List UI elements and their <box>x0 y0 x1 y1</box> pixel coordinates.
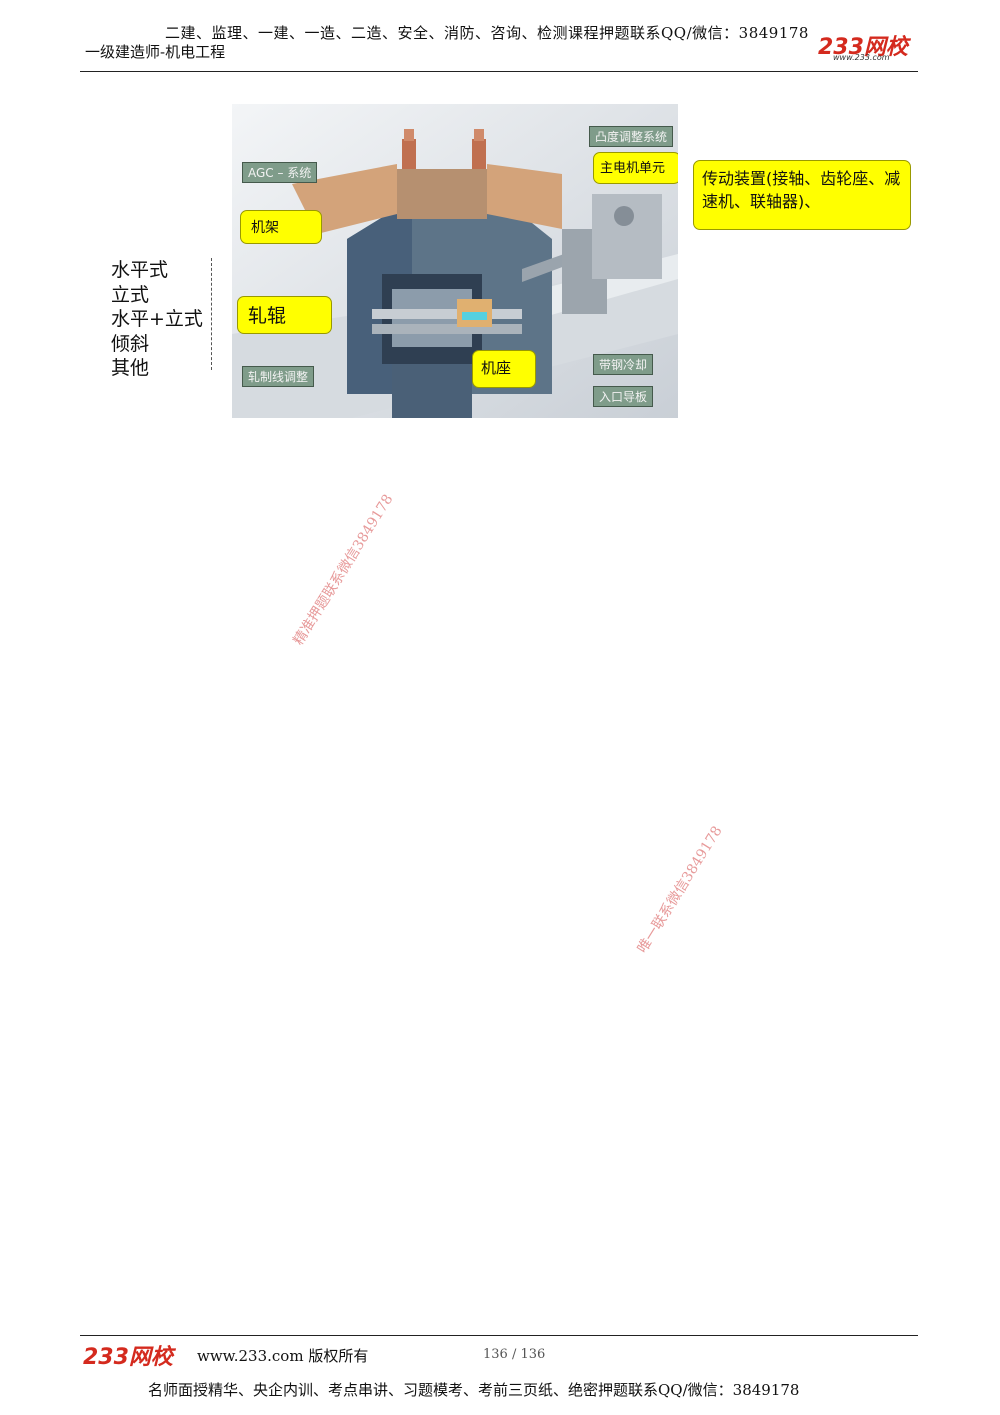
list-item: 倾斜 <box>111 332 150 355</box>
label-strip-cooling: 带钢冷却 <box>593 354 654 375</box>
header-subject-title: 一级建造师-机电工程 <box>85 43 226 61</box>
callout-roll: 轧辊 <box>237 296 332 334</box>
footer-copyright: www.233.com 版权所有 <box>197 1347 369 1365</box>
page-number: 136 / 136 <box>483 1347 546 1362</box>
footer-divider <box>80 1335 918 1336</box>
header-contact-line: 二建、监理、一建、一造、二造、安全、消防、咨询、检测课程押题联系QQ/微信：38… <box>165 24 809 42</box>
label-entry-guide: 入口导板 <box>593 386 654 407</box>
list-item: 水平式 <box>111 259 169 281</box>
brand-logo-url: www.233.com <box>833 53 890 62</box>
list-item: 立式 <box>111 283 150 306</box>
callout-base: 机座 <box>472 350 536 388</box>
label-agc-system: AGC – 系统 <box>242 162 318 183</box>
list-bracket <box>203 258 212 370</box>
callout-frame: 机架 <box>240 210 322 244</box>
header-divider <box>80 71 918 72</box>
rolling-mill-figure: 凸度调整系统 AGC – 系统 主电机单元 机架 轧辊 带钢冷却 轧制线调整 机… <box>232 104 678 418</box>
mill-arrangement-list: 水平式 立式 水平+立式 倾斜 其他 <box>111 258 203 381</box>
callout-main-motor: 主电机单元 <box>593 152 678 184</box>
watermark-text: 唯一联系微信3849178 <box>634 823 726 957</box>
callout-drive-unit: 传动装置(接轴、齿轮座、减速机、联轴器)、 <box>693 160 911 230</box>
watermark-text: 精准押题联系微信3849178 <box>290 491 397 649</box>
footer-promo-line: 名师面授精华、央企内训、考点串讲、习题模考、考前三页纸、绝密押题联系QQ/微信：… <box>148 1381 800 1399</box>
brand-logo: 233网校 <box>818 35 908 60</box>
list-item: 水平+立式 <box>111 308 203 330</box>
label-rolling-line-adjust: 轧制线调整 <box>242 366 315 387</box>
list-item: 其他 <box>111 357 150 379</box>
footer-brand-logo: 233网校 <box>83 1345 173 1370</box>
label-convexity-control: 凸度调整系统 <box>589 126 674 147</box>
